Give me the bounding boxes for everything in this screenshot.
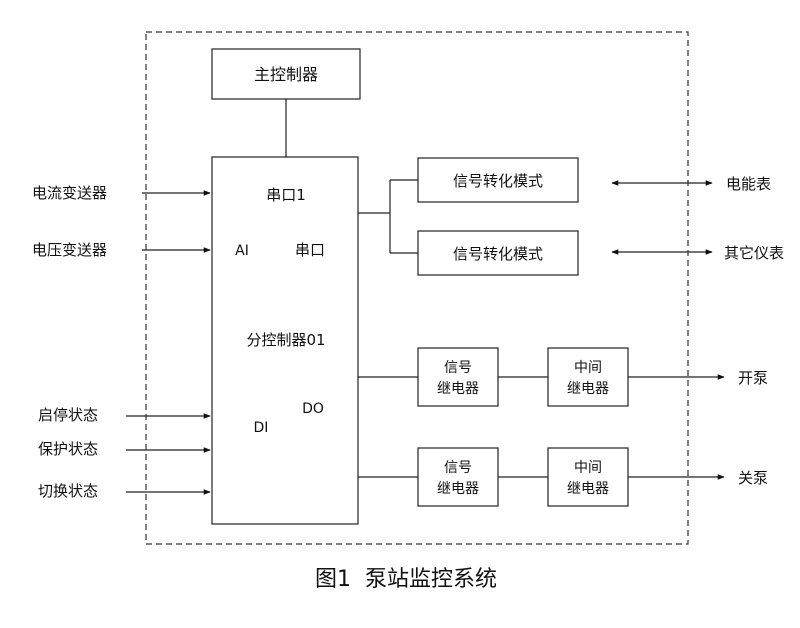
energy-meter-label: 电能表 <box>726 175 771 193</box>
signal-converter-box-1 <box>417 157 579 203</box>
signal-relay-line2-2: 继电器 <box>437 481 479 497</box>
signal-relay-box-1 <box>417 347 499 407</box>
ai-label: AI <box>235 243 249 259</box>
signal-converter-box-2 <box>417 230 579 276</box>
figure-caption: 图1 泵站监控系统 <box>315 567 497 592</box>
signal-relay-box-2 <box>417 447 499 507</box>
do-label: DO <box>302 401 324 417</box>
protection-status-label: 保护状态 <box>38 440 98 458</box>
signal-relay-line1-2: 信号 <box>444 460 472 476</box>
system-boundary <box>145 31 689 545</box>
intermediate-relay-line1-1: 中间 <box>574 360 602 376</box>
intermediate-relay-box-2 <box>547 447 629 507</box>
switch-status-label: 切换状态 <box>38 482 98 500</box>
sub-controller-name: 分控制器01 <box>246 331 325 349</box>
voltage-transmitter-label: 电压变送器 <box>32 241 107 259</box>
main-controller-label: 主控制器 <box>254 65 318 84</box>
intermediate-relay-box-1 <box>547 347 629 407</box>
signal-converter-label-1: 信号转化模式 <box>453 172 543 190</box>
intermediate-relay-line2-1: 继电器 <box>567 381 609 397</box>
current-transmitter-label: 电流变送器 <box>32 184 107 202</box>
serial-port-1-label: 串口1 <box>266 186 306 204</box>
di-label: DI <box>254 420 269 436</box>
serial-port-label: 串口 <box>295 241 325 259</box>
start-stop-status-label: 启停状态 <box>38 406 98 424</box>
pump-on-label: 开泵 <box>738 369 768 387</box>
signal-relay-line1-1: 信号 <box>444 360 472 376</box>
other-instruments-label: 其它仪表 <box>724 244 784 262</box>
signal-converter-label-2: 信号转化模式 <box>453 245 543 263</box>
sub-controller-box <box>211 156 359 525</box>
intermediate-relay-line1-2: 中间 <box>574 460 602 476</box>
intermediate-relay-line2-2: 继电器 <box>567 481 609 497</box>
pump-off-label: 关泵 <box>738 469 768 487</box>
signal-relay-line2-1: 继电器 <box>437 381 479 397</box>
